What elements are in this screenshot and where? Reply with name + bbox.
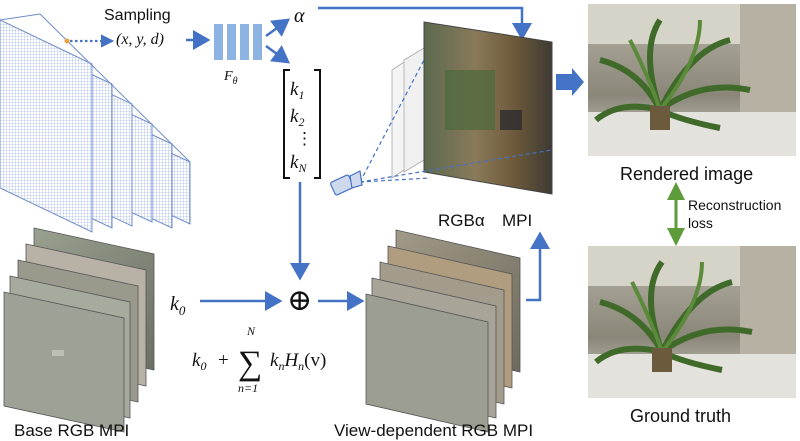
camera-icon — [330, 170, 363, 196]
k-branch-arrow — [265, 44, 291, 64]
view-dependent-mpi-stack — [365, 229, 521, 433]
formula-upper: N — [246, 324, 256, 338]
sampling-grid-volume — [0, 13, 191, 233]
render-arrow — [556, 68, 584, 96]
network-label: Fθ — [223, 69, 238, 87]
alpha-branch-arrow — [265, 18, 291, 38]
formula-lower: n=1 — [238, 381, 258, 395]
mpi-label: MPI — [502, 211, 532, 230]
ground-truth-image — [588, 246, 796, 398]
rgba-label: RGBα — [438, 211, 485, 230]
sample-point — [64, 38, 70, 44]
formula-k0: k0 — [192, 350, 206, 373]
k1-label: k1 — [290, 79, 304, 102]
network-layer-2 — [227, 24, 236, 60]
base-layer-5 — [3, 291, 125, 433]
sampling-coords: (x, y, d) — [116, 31, 164, 48]
combination-formula: k0 + ∑ N n=1 knHn(v) — [192, 324, 326, 395]
loss-label-line2: loss — [688, 215, 713, 231]
network-layer-1 — [214, 24, 223, 60]
formula-term: knHn(v) — [270, 350, 326, 373]
formula-sigma: ∑ — [238, 345, 262, 382]
view-layer-5 — [365, 293, 489, 433]
view-mpi-label: View-dependent RGB MPI — [334, 421, 533, 440]
grid-plane-6 — [0, 19, 93, 233]
base-mpi-label: Base RGB MPI — [14, 421, 129, 440]
alpha-to-mpi-arrow — [318, 6, 532, 41]
base-rgb-mpi-stack — [3, 227, 155, 433]
kdots-label: ⋮ — [296, 129, 313, 148]
rendered-image-label: Rendered image — [620, 164, 753, 184]
sampling-label: Sampling — [104, 7, 171, 24]
loss-label-line1: Reconstruction — [688, 197, 781, 213]
k2-label: k2 — [290, 106, 304, 129]
k0-label: k0 — [170, 293, 186, 318]
formula-plus: + — [218, 350, 229, 371]
network-layer-4 — [253, 24, 262, 60]
network-layer-3 — [240, 24, 249, 60]
k-coefficient-vector: k1 k2 ⋮ kN — [283, 69, 321, 179]
kN-label: kN — [290, 152, 307, 175]
oplus-symbol: ⊕ — [287, 284, 312, 317]
rgba-mpi-volume — [330, 21, 553, 196]
view-to-rgba-arrow — [526, 231, 550, 302]
network-f-theta — [214, 24, 262, 60]
rendered-image — [588, 4, 796, 156]
ground-truth-label: Ground truth — [630, 406, 731, 426]
alpha-label: α — [294, 5, 305, 27]
